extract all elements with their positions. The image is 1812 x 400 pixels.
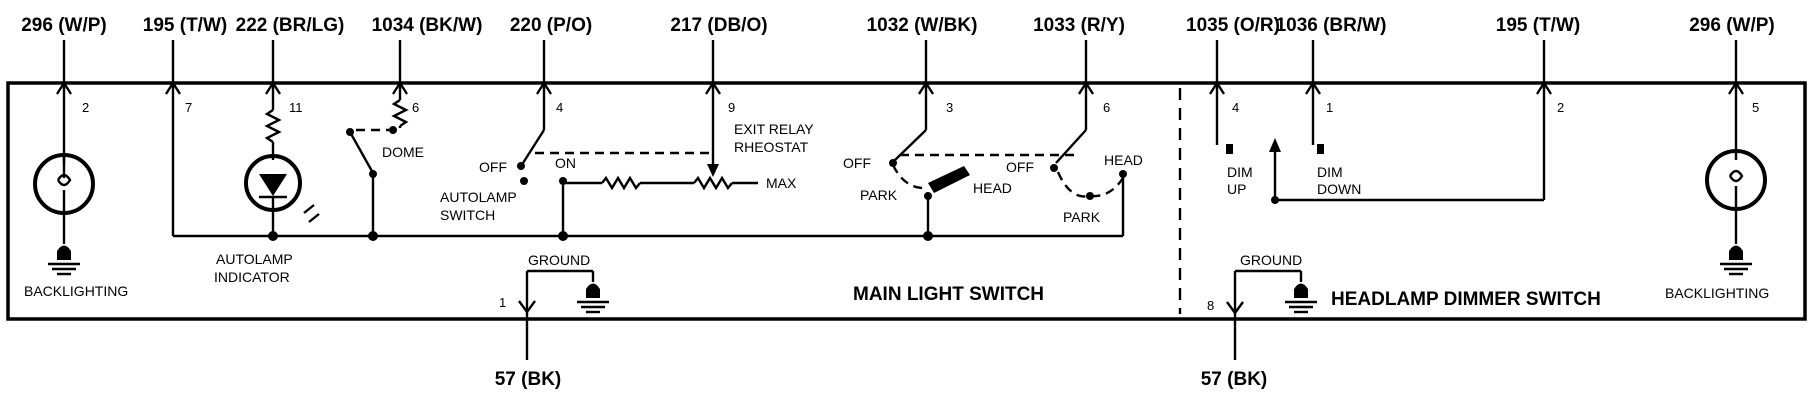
autolamp-on-label: ON bbox=[555, 155, 576, 171]
wire-label-195-left: 195 (T/W) bbox=[143, 15, 227, 36]
head-switch-off-label: OFF bbox=[1006, 159, 1034, 175]
dome-label: DOME bbox=[382, 144, 424, 160]
wire-label-195-right: 195 (T/W) bbox=[1496, 15, 1580, 36]
pin-number: 6 bbox=[1103, 100, 1110, 115]
dimmer-ground bbox=[1226, 269, 1317, 360]
wire-label-1032: 1032 (W/BK) bbox=[867, 15, 978, 36]
autolamp-switch bbox=[517, 129, 758, 236]
head-switch bbox=[1050, 129, 1127, 236]
pin-numbers: 2 7 11 6 4 9 3 6 4 1 2 5 1 8 bbox=[82, 100, 1759, 313]
pin-number: 4 bbox=[556, 100, 563, 115]
dim-up-label: DIM bbox=[1227, 164, 1253, 180]
pin-number: 9 bbox=[728, 100, 735, 115]
pin-number: 2 bbox=[1557, 100, 1564, 115]
max-label: MAX bbox=[766, 175, 797, 191]
pin-number: 7 bbox=[185, 100, 192, 115]
wire-label-1035: 1035 (O/R) bbox=[1186, 15, 1280, 36]
main-light-switch-title: MAIN LIGHT SWITCH bbox=[853, 284, 1044, 305]
backlighting-label-left: BACKLIGHTING bbox=[24, 283, 128, 299]
dim-down-label: DIM bbox=[1317, 164, 1343, 180]
wire-label-220: 220 (P/O) bbox=[510, 15, 592, 36]
dimmer-switch bbox=[1226, 138, 1544, 204]
common-bus bbox=[173, 231, 1123, 241]
park-head-off-label: OFF bbox=[843, 155, 871, 171]
backlighting-label-right: BACKLIGHTING bbox=[1665, 285, 1769, 301]
autolamp-indicator-led bbox=[244, 109, 320, 236]
backlighting-lamp-right bbox=[1705, 149, 1767, 276]
pin-number: 4 bbox=[1232, 100, 1239, 115]
wire-label-57-dimmer: 57 (BK) bbox=[1201, 369, 1268, 390]
wire-label-222: 222 (BR/LG) bbox=[236, 15, 345, 36]
wire-label-1033: 1033 (R/Y) bbox=[1033, 15, 1125, 36]
component-box bbox=[6, 81, 1807, 321]
head-switch-park-label: PARK bbox=[1063, 209, 1101, 225]
wire-label-1036: 1036 (BR/W) bbox=[1276, 15, 1387, 36]
dim-down-label: DOWN bbox=[1317, 181, 1361, 197]
autolamp-off-label: OFF bbox=[479, 159, 507, 175]
autolamp-switch-label: SWITCH bbox=[440, 207, 495, 223]
pin-number: 2 bbox=[82, 100, 89, 115]
wire-label-296-left: 296 (W/P) bbox=[21, 15, 107, 36]
pin-number: 1 bbox=[1326, 100, 1333, 115]
pin-number: 1 bbox=[499, 295, 506, 310]
pin-number: 3 bbox=[946, 100, 953, 115]
top-wire-leads bbox=[62, 40, 1738, 236]
wire-label-1034: 1034 (BK/W) bbox=[372, 15, 483, 36]
pin-number: 6 bbox=[412, 100, 419, 115]
dim-up-label: UP bbox=[1227, 181, 1246, 197]
top-wire-labels: 296 (W/P) 195 (T/W) 222 (BR/LG) 1034 (BK… bbox=[21, 15, 1775, 36]
head-switch-head-label: HEAD bbox=[1104, 152, 1143, 168]
dimmer-ground-label: GROUND bbox=[1240, 252, 1302, 268]
pin-number: 5 bbox=[1752, 100, 1759, 115]
dome-switch bbox=[346, 99, 409, 236]
pin-number: 8 bbox=[1207, 298, 1214, 313]
park-head-switch bbox=[889, 129, 1080, 236]
autolamp-indicator-label: INDICATOR bbox=[214, 269, 290, 285]
autolamp-indicator-label: AUTOLAMP bbox=[216, 251, 293, 267]
head-label: HEAD bbox=[973, 180, 1012, 196]
wire-label-217: 217 (DB/O) bbox=[670, 15, 767, 36]
wire-label-296-right: 296 (W/P) bbox=[1689, 15, 1775, 36]
main-ground-label: GROUND bbox=[528, 252, 590, 268]
autolamp-switch-label: AUTOLAMP bbox=[440, 189, 517, 205]
wire-label-57-main: 57 (BK) bbox=[495, 369, 562, 390]
headlamp-dimmer-switch-title: HEADLAMP DIMMER SWITCH bbox=[1331, 289, 1601, 310]
exit-relay-label: RHEOSTAT bbox=[734, 139, 809, 155]
main-ground bbox=[518, 269, 609, 360]
park-label: PARK bbox=[860, 187, 898, 203]
backlighting-lamp-left bbox=[33, 153, 95, 276]
pin-number: 11 bbox=[289, 100, 303, 115]
exit-relay-label: EXIT RELAY bbox=[734, 121, 814, 137]
